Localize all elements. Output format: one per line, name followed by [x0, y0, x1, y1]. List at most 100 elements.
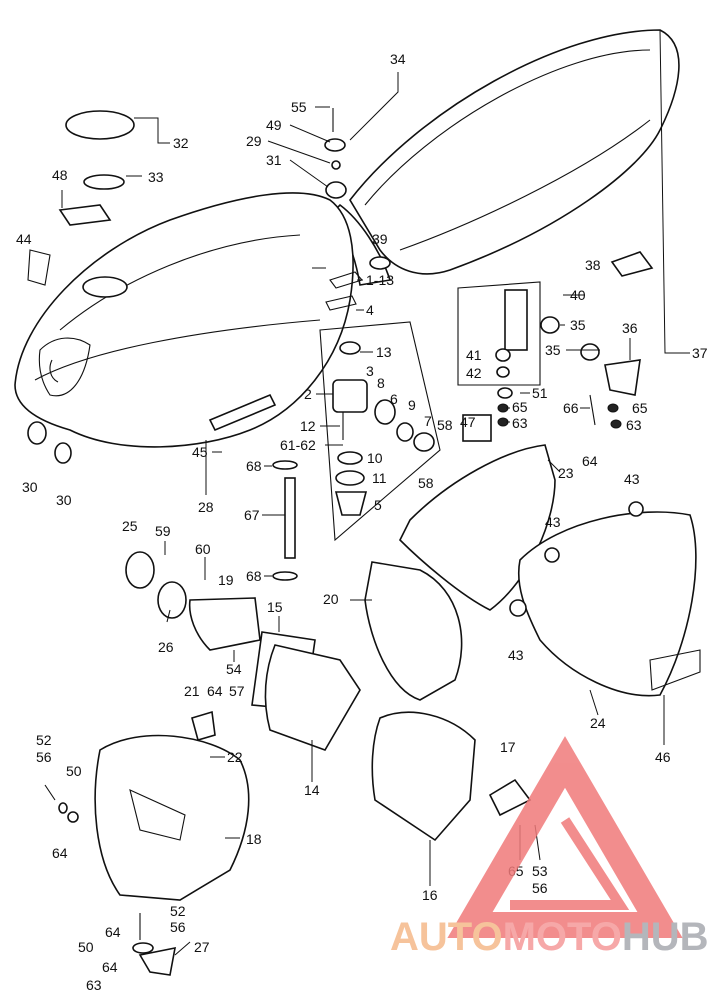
grommet-upper	[67, 811, 79, 823]
air-box-duct	[129, 789, 186, 841]
grommet-mid	[544, 547, 560, 563]
lower-bracket	[138, 946, 177, 976]
label-50-lower: 50	[78, 939, 94, 955]
label-35-upper: 35	[570, 317, 586, 333]
label-57: 57	[229, 683, 245, 699]
air-filter-case	[371, 711, 476, 842]
tank-mount-right	[54, 442, 72, 464]
label-52-upper: 52	[36, 732, 52, 748]
battery-frame	[399, 444, 556, 611]
label-65-left: 65	[512, 399, 528, 415]
label-43-top: 43	[624, 471, 640, 487]
leader-lines	[61, 29, 690, 956]
label-41: 41	[466, 347, 482, 363]
label-6: 6	[390, 391, 398, 407]
label-56-bottom: 56	[532, 880, 548, 896]
label-59: 59	[155, 523, 171, 539]
label-43-mid: 43	[545, 514, 561, 530]
hose-clamp-upper	[125, 551, 155, 589]
tank-bracket	[208, 393, 277, 432]
label-19: 19	[218, 572, 234, 588]
label-63-lower: 63	[86, 977, 102, 993]
label-4: 4	[366, 302, 374, 318]
label-46: 46	[655, 749, 671, 765]
label-20: 20	[323, 591, 339, 607]
air-filter-element	[264, 644, 361, 751]
label-13: 13	[376, 344, 392, 360]
label-22: 22	[227, 749, 243, 765]
label-2: 2	[304, 386, 312, 402]
intake-tube	[188, 597, 261, 651]
label-15: 15	[267, 599, 283, 615]
label-63-right: 63	[626, 417, 642, 433]
label-5: 5	[374, 497, 382, 513]
label-51: 51	[532, 385, 548, 401]
label-48: 48	[52, 167, 68, 183]
seat-cushion	[369, 256, 391, 270]
label-3: 3	[366, 363, 374, 379]
grommet-top	[628, 501, 644, 517]
label-68-upper: 68	[246, 458, 262, 474]
label-1-13: 1-13	[366, 272, 394, 288]
watermark-moto: MOTO	[503, 915, 622, 959]
tank-mount-left	[27, 421, 47, 445]
label-36: 36	[622, 320, 638, 336]
label-24: 24	[590, 715, 606, 731]
air-box	[94, 734, 250, 901]
label-16: 16	[422, 887, 438, 903]
label-43-low: 43	[508, 647, 524, 663]
label-49: 49	[266, 117, 282, 133]
fuel-hose	[272, 460, 298, 581]
label-61-62: 61-62	[280, 437, 316, 453]
label-37: 37	[692, 345, 708, 361]
label-63-left: 63	[512, 415, 528, 431]
petcock-assembly	[319, 321, 492, 542]
label-44: 44	[16, 231, 32, 247]
seat-bolt-stack	[324, 108, 347, 199]
label-32: 32	[173, 135, 189, 151]
washer-upper	[58, 802, 68, 814]
label-26: 26	[158, 639, 174, 655]
tank-badge	[27, 249, 51, 286]
label-7: 7	[424, 413, 432, 429]
label-55: 55	[291, 99, 307, 115]
washer-lower	[132, 942, 154, 954]
label-58-upper: 58	[437, 417, 453, 433]
watermark-hub: HUB	[622, 915, 709, 959]
label-33: 33	[148, 169, 164, 185]
label-40: 40	[570, 287, 586, 303]
label-12: 12	[300, 418, 316, 434]
label-14: 14	[304, 782, 320, 798]
label-58-lower: 58	[418, 475, 434, 491]
label-28: 28	[198, 499, 214, 515]
fuel-tank	[14, 192, 354, 448]
label-45: 45	[192, 444, 208, 460]
label-8: 8	[377, 375, 385, 391]
label-53: 53	[532, 863, 548, 879]
label-30-right: 30	[56, 492, 72, 508]
label-64-upper-left: 64	[52, 845, 68, 861]
grommet-low	[509, 599, 527, 617]
label-60: 60	[195, 541, 211, 557]
label-47: 47	[460, 414, 476, 430]
label-65-right: 65	[632, 400, 648, 416]
label-34: 34	[390, 51, 406, 67]
label-23: 23	[558, 465, 574, 481]
label-67: 67	[244, 507, 260, 523]
label-9: 9	[408, 397, 416, 413]
fuel-cap	[65, 110, 135, 140]
label-54: 54	[226, 661, 242, 677]
air-box-bracket	[191, 710, 216, 741]
label-50-upper: 50	[66, 763, 82, 779]
label-64-lower-a: 64	[105, 924, 121, 940]
label-30-left: 30	[22, 479, 38, 495]
bolt-upper	[44, 784, 56, 801]
label-17: 17	[500, 739, 516, 755]
label-35-lower: 35	[545, 342, 561, 358]
label-31: 31	[266, 152, 282, 168]
label-21: 21	[184, 683, 200, 699]
watermark: AUTOMOTOHUB	[390, 736, 709, 959]
side-cover-right	[517, 511, 697, 697]
tank-emblem	[58, 204, 112, 226]
